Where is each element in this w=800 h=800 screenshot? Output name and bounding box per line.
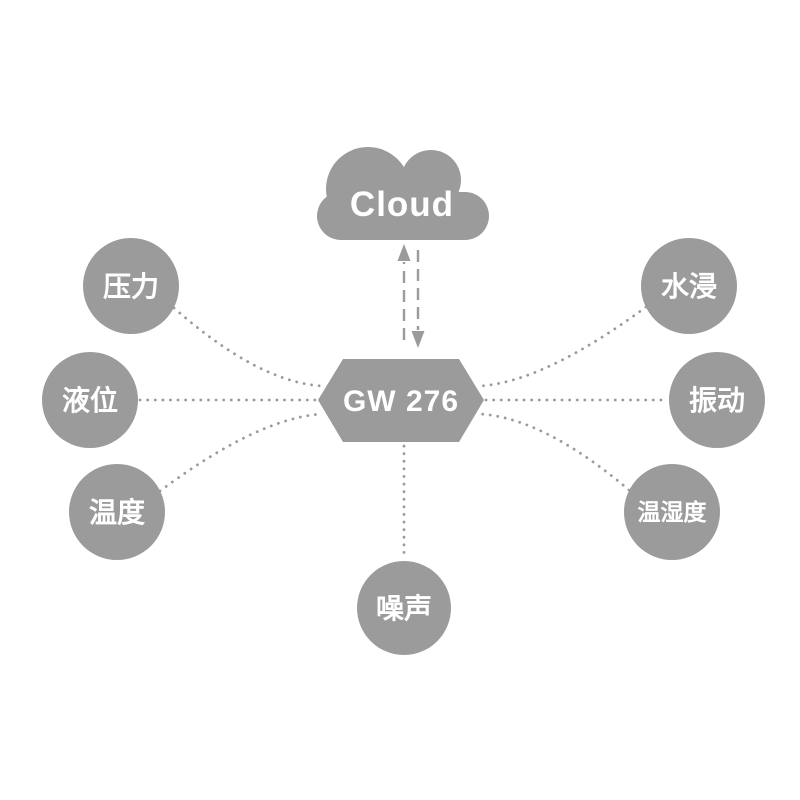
uplink-arrow-head-icon bbox=[397, 244, 411, 261]
sensor-circle bbox=[42, 352, 138, 448]
cloud-base bbox=[317, 192, 489, 240]
sensor-circle bbox=[357, 561, 451, 655]
gateway-hexagon bbox=[318, 359, 484, 442]
sensor-node-liquid-level: 液位 bbox=[42, 352, 138, 448]
sensor-node-pressure: 压力 bbox=[83, 238, 179, 334]
sensor-label: 噪声 bbox=[376, 593, 432, 624]
sensor-node-water-leak: 水浸 bbox=[641, 238, 737, 334]
sensor-label: 温湿度 bbox=[638, 499, 708, 525]
sensor-circle bbox=[69, 464, 165, 560]
sensor-node-temperature: 温度 bbox=[69, 464, 165, 560]
cloud-label: Cloud bbox=[350, 185, 454, 224]
sensor-node-temp-humidity: 温湿度 bbox=[624, 464, 720, 560]
gateway-label: GW 276 bbox=[343, 385, 459, 418]
sensor-node-noise: 噪声 bbox=[357, 561, 451, 655]
sensor-label: 液位 bbox=[62, 384, 118, 416]
sensor-label: 振动 bbox=[689, 385, 745, 416]
sensor-label: 压力 bbox=[103, 271, 159, 302]
cloud-node: Cloud bbox=[317, 147, 489, 240]
downlink-arrow-head-icon bbox=[411, 331, 425, 348]
sensor-circle bbox=[641, 238, 737, 334]
connector-temp-humidity-gateway bbox=[478, 412, 631, 492]
connector-temperature-gateway bbox=[158, 412, 324, 493]
sensor-circle bbox=[669, 352, 765, 448]
sensor-label: 水浸 bbox=[661, 271, 717, 302]
gateway-node: GW 276 bbox=[318, 359, 484, 442]
uplink-dashed-arrow bbox=[397, 244, 411, 340]
connector-water-leak-gateway bbox=[478, 305, 648, 388]
sensor-circle bbox=[624, 464, 720, 560]
downlink-dashed-arrow bbox=[411, 250, 425, 348]
connector-pressure-gateway bbox=[172, 306, 324, 388]
sensor-circle bbox=[83, 238, 179, 334]
sensor-node-vibration: 振动 bbox=[669, 352, 765, 448]
sensor-label: 温度 bbox=[89, 497, 145, 528]
